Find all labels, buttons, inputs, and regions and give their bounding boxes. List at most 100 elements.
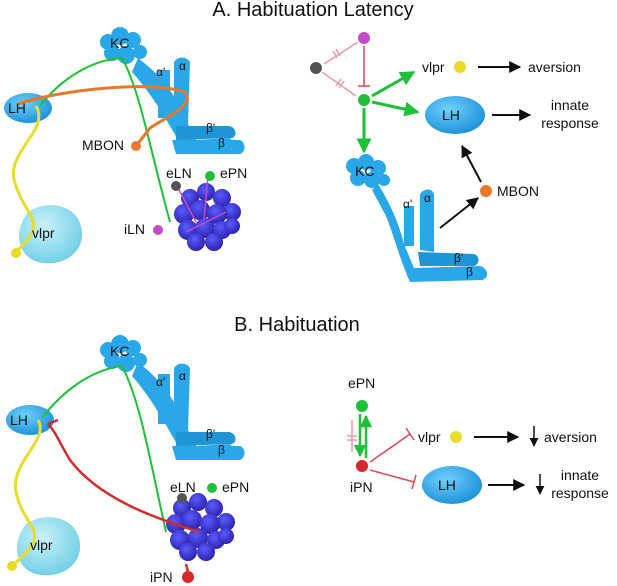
alpha-prime-label-circuit: α' — [403, 197, 412, 211]
panel-a-circuit: vlpr aversion LH innate response KC α' α… — [310, 32, 599, 282]
beta-label-circuit: β — [466, 265, 473, 279]
kc-calyx-circuit — [346, 154, 390, 188]
innate-label-b: innate — [561, 467, 599, 483]
ipn-label-circuit-b: iPN — [350, 479, 373, 495]
antennal-lobe-b — [166, 493, 235, 561]
epn-label-b: ePN — [222, 479, 249, 495]
lh-label-circuit-b: LH — [438, 477, 456, 493]
response-label-b: response — [551, 485, 609, 501]
eln-node — [310, 62, 322, 74]
alpha-label-circuit: α — [424, 191, 431, 205]
kc-label-b: KC — [110, 343, 129, 359]
beta-prime-lobe-b — [176, 432, 236, 446]
ipn-dot-b — [182, 571, 194, 583]
alpha-label-b: α — [179, 369, 186, 383]
ipn-lh-tbar — [411, 474, 417, 490]
beta-prime-lobe-circuit — [418, 252, 479, 266]
epn-lh-arrow — [371, 100, 420, 117]
alpha-prime-label-a: α' — [156, 65, 165, 79]
aversion-label-a: aversion — [528, 59, 581, 75]
mbon-tract-a — [17, 85, 189, 147]
eln-label-b: eLN — [170, 479, 196, 495]
vlpr-label-a: vlpr — [32, 225, 55, 241]
alpha-prime-lobe-circuit — [404, 206, 414, 246]
ipn-vlpr-inhibit — [369, 433, 411, 463]
innate-label-a: innate — [551, 97, 589, 113]
epn-label-a: ePN — [220, 165, 247, 181]
alpha-lobe-b — [174, 363, 190, 430]
antennal-lobe-a — [174, 183, 241, 251]
eln-dot-b — [177, 493, 187, 503]
iln-label-a: iLN — [124, 221, 145, 237]
lh-label-circuit-a: LH — [442, 107, 460, 123]
lh-label-b: LH — [10, 412, 28, 428]
alpha-prime-lobe-a — [158, 70, 170, 118]
eln-dot-a — [171, 181, 181, 191]
ipn-vlpr-tbar — [405, 427, 415, 441]
vlpr-label-circuit-b: vlpr — [418, 429, 441, 445]
eln-epn-tbar — [335, 78, 345, 89]
ipn-lh-inhibit — [369, 469, 415, 483]
panel-b-title: B. Habituation — [234, 314, 360, 336]
lh-node-b — [422, 466, 482, 504]
vlpr-tract-a — [11, 105, 41, 254]
iln-node — [358, 32, 370, 44]
ipn-node-b — [356, 460, 368, 472]
epn-tract-lh-b — [41, 365, 123, 419]
iln-eln-tbar — [332, 48, 341, 59]
vlpr-shape-a — [19, 205, 83, 264]
lh-node-a — [425, 96, 485, 134]
lh-label-a: LH — [8, 100, 26, 116]
alpha-prime-lobe-b — [158, 374, 170, 424]
epn-dot-a — [205, 171, 215, 181]
beta-label-a: β — [218, 136, 225, 150]
vlpr-tract-b — [10, 419, 42, 568]
iln-dot-a — [153, 225, 163, 235]
eln-label-a: eLN — [166, 165, 192, 181]
lh-shape-b — [6, 405, 54, 435]
alpha-lobe-circuit — [420, 189, 434, 252]
vlpr-node-b — [450, 431, 462, 443]
response-label-a: response — [541, 115, 599, 131]
mbon-lh-arrow — [461, 144, 482, 183]
inhibit-bar-b — [347, 435, 357, 441]
kc-calyx-a — [100, 27, 147, 64]
epn-dot-b — [207, 483, 217, 493]
mb-lobe-circuit — [372, 184, 488, 282]
epn-tract-lh-a — [39, 57, 123, 107]
kc-calyx-b — [100, 335, 147, 372]
beta-label-b: β — [218, 443, 225, 457]
ipn-stem-b — [184, 563, 190, 573]
kc-label-a: KC — [110, 35, 129, 51]
epn-tract-kc-a — [121, 57, 171, 223]
beta-prime-label-a: β' — [206, 121, 215, 135]
mbon-dot-a — [131, 141, 141, 151]
aversion-label-b: aversion — [544, 429, 597, 445]
panel-a-anatomy: KC α' α β' β LH MBON eLN ePN iLN vlpr — [4, 27, 247, 264]
beta-prime-lobe-a — [176, 126, 236, 140]
ipn-tract-b — [47, 418, 201, 534]
beta-lobe-b — [172, 446, 245, 460]
alpha-prime-label-b: α' — [156, 375, 165, 389]
eln-epn-link — [321, 71, 357, 97]
vlpr-node-a — [454, 61, 466, 73]
epn-node-a — [358, 94, 370, 106]
epn-label-circuit-b: ePN — [348, 375, 375, 391]
panel-a-title: A. Habituation Latency — [212, 0, 413, 21]
mbon-label-a: MBON — [82, 137, 124, 153]
vlpr-dot-a — [11, 248, 21, 258]
epn-tract-kc-b — [121, 365, 167, 533]
alpha-label-a: α — [179, 59, 186, 73]
vlpr-label-b: vlpr — [30, 537, 53, 553]
epn-node-b — [356, 400, 368, 412]
mbon-label-circuit: MBON — [497, 183, 539, 199]
beta-lobe-a — [172, 140, 245, 154]
epn-vlpr-arrow — [371, 70, 416, 98]
ln-processes-a — [177, 175, 227, 233]
kc-label-circuit: KC — [355, 163, 374, 179]
panel-b-anatomy: KC α' α β' β LH eLN ePN iPN vlpr — [6, 335, 249, 585]
vlpr-label-circuit-a: vlpr — [422, 59, 445, 75]
panel-b-circuit: ePN iPN vlpr aversion LH innate response — [347, 375, 609, 504]
iln-eln-link — [323, 41, 359, 65]
